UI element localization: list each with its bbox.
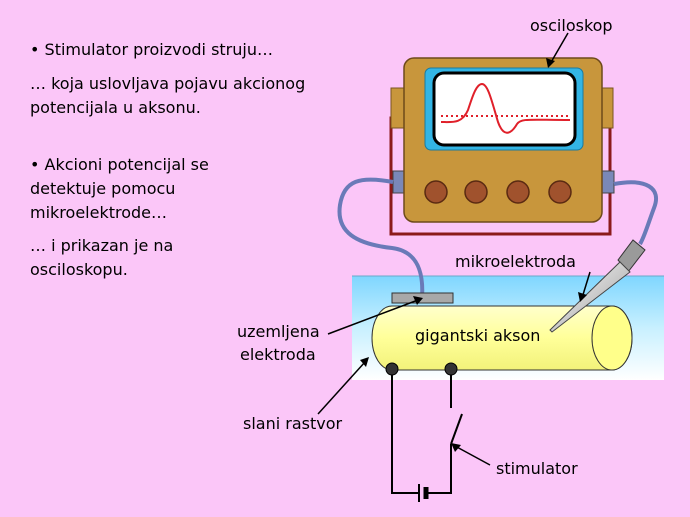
text-detection-2: detektuje pomocu xyxy=(30,179,176,198)
text-display-1: … i prikazan je na xyxy=(30,236,174,255)
stimulating-electrode-2 xyxy=(444,362,458,376)
label-stimulator: stimulator xyxy=(496,459,578,478)
knob-2 xyxy=(464,180,488,204)
switch xyxy=(450,413,463,445)
oscilloscope-screen xyxy=(432,71,577,147)
text-action-potential-2: potencijala u aksonu. xyxy=(30,98,201,117)
ground-wire xyxy=(337,177,425,299)
knob-1 xyxy=(424,180,448,204)
axon-end xyxy=(591,305,633,371)
label-ground-electrode-1: uzemljena xyxy=(237,322,320,341)
text-action-potential-1: … koja uslovljava pojavu akcionog xyxy=(30,74,306,93)
microelectrode xyxy=(549,261,631,333)
text-detection-1: Akcioni potencijal se xyxy=(30,153,209,177)
stimulating-electrode-1 xyxy=(385,362,399,376)
text-detection-3: mikroelektrode… xyxy=(30,203,167,222)
label-microelectrode: mikroelektroda xyxy=(455,252,576,271)
label-ground-electrode-2: elektroda xyxy=(240,345,316,364)
probe-wire xyxy=(613,180,658,246)
label-giant-axon: gigantski akson xyxy=(415,326,541,345)
knob-4 xyxy=(548,180,572,204)
circuit-wire-right xyxy=(428,444,452,494)
knob-3 xyxy=(506,180,530,204)
text-stimulator-line: Stimulator proizvodi struju… xyxy=(30,38,273,62)
circuit-wire-left xyxy=(391,375,418,494)
text-display-2: osciloskopu. xyxy=(30,260,128,279)
label-oscilloscope: osciloskop xyxy=(530,16,613,35)
action-potential-trace xyxy=(440,82,571,134)
label-saline: slani rastvor xyxy=(243,414,343,433)
